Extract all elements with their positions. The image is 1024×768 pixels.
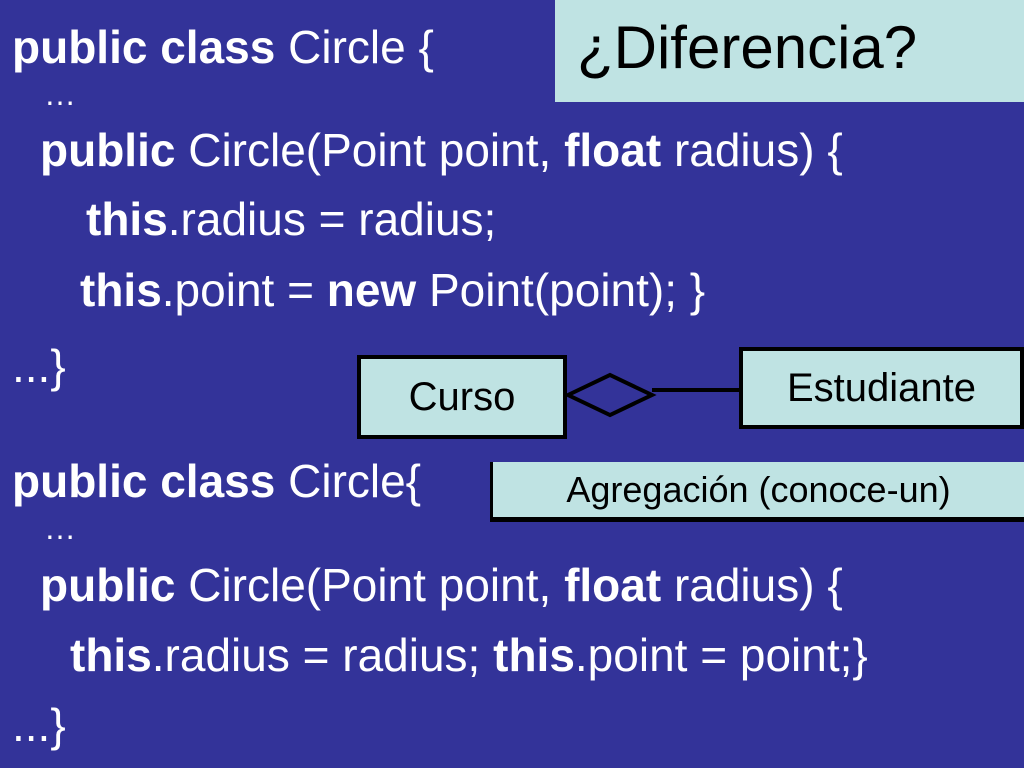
- code1-line1: public class Circle {: [12, 24, 434, 70]
- code2-line4: this.radius = radius; this.point = point…: [70, 632, 868, 678]
- aggregation-label: Agregación (conoce-un): [490, 462, 1024, 522]
- code2-line5-closing: ...}: [12, 699, 66, 751]
- code2-line4-rest: .point = point;}: [574, 629, 868, 681]
- code1-line5-mid: .point =: [161, 264, 327, 316]
- code2-line4-keyword: this: [70, 629, 152, 681]
- code2-line1-rest: Circle{: [275, 455, 422, 507]
- code1-line4-keyword: this: [86, 193, 168, 245]
- code2-line3-keyword: public: [40, 559, 176, 611]
- code1-line5-rest: Point(point); }: [416, 264, 706, 316]
- code1-line4-rest: .radius = radius;: [167, 193, 497, 245]
- code2-line2-ellipsis: …: [44, 510, 76, 546]
- code1-line3: public Circle(Point point, float radius)…: [40, 127, 843, 173]
- code2-line3-rest: radius) {: [661, 559, 843, 611]
- code2-line3-mid: Circle(Point point,: [175, 559, 565, 611]
- code2-line3-keyword2: float: [564, 559, 662, 611]
- code2-line1: public class Circle{: [12, 458, 421, 504]
- code1-line2-ellipsis: …: [44, 76, 76, 112]
- code1-line6-closing: ...}: [12, 340, 66, 392]
- code1-line3-rest: radius) {: [661, 124, 843, 176]
- code1-line3-mid: Circle(Point point,: [175, 124, 565, 176]
- code1-line1-rest: Circle {: [275, 21, 434, 73]
- aggregation-diamond-icon: [563, 372, 657, 418]
- code2-line4-keyword2: this: [493, 629, 575, 681]
- uml-class-curso: Curso: [357, 355, 567, 439]
- code1-line4: this.radius = radius;: [86, 196, 496, 242]
- code1-line5: this.point = new Point(point); }: [80, 267, 705, 313]
- uml-class-estudiante-label: Estudiante: [786, 366, 977, 410]
- slide-title: ¿Diferencia?: [555, 0, 1024, 102]
- code1-line1-keyword: public class: [12, 21, 276, 73]
- code1-line5-keyword: this: [80, 264, 162, 316]
- uml-class-estudiante: Estudiante: [739, 347, 1024, 429]
- uml-class-curso-label: Curso: [408, 375, 516, 419]
- code2-line4-mid: .radius = radius;: [151, 629, 494, 681]
- code1-line3-keyword2: float: [564, 124, 662, 176]
- code1-line3-keyword: public: [40, 124, 176, 176]
- aggregation-connector: [563, 372, 742, 418]
- code2-line1-keyword: public class: [12, 455, 276, 507]
- code2-line3: public Circle(Point point, float radius)…: [40, 562, 843, 608]
- code1-line5-keyword2: new: [326, 264, 417, 316]
